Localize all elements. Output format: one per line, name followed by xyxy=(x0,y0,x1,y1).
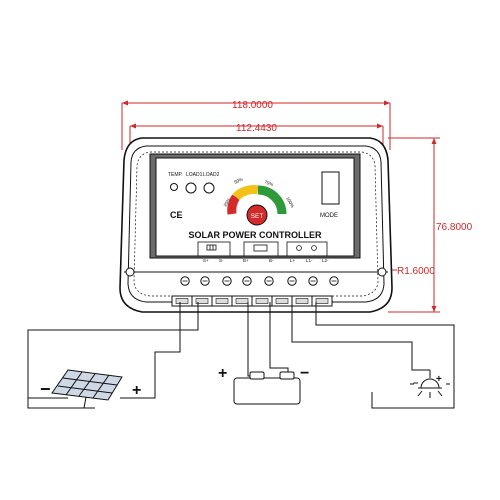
ce-mark: CE xyxy=(170,210,183,220)
lamp-minus-sign: − xyxy=(413,378,418,388)
solar-panel-icon xyxy=(51,369,123,409)
led-label-load2: LOAD2 xyxy=(203,172,220,178)
solar-group-box xyxy=(197,241,231,257)
wire-battery-minus xyxy=(269,302,289,376)
mode-switch[interactable] xyxy=(321,171,340,205)
wire-load-plus xyxy=(291,302,430,371)
led-temp xyxy=(170,183,178,191)
terminal-wire-slot[interactable] xyxy=(195,298,209,304)
terminal-label-b-plus: B+ xyxy=(243,258,249,263)
load-group-box xyxy=(286,241,328,257)
terminal-screw-row xyxy=(180,276,339,286)
led-indicators: TEMP. LOAD1 LOAD2 xyxy=(168,172,220,194)
gauge-label-100: 100% xyxy=(285,196,295,208)
battery-gauge: 25% 50% 75% 100% xyxy=(223,177,295,215)
wire-battery-plus xyxy=(247,302,258,377)
gauge-label-75: 75% xyxy=(264,179,274,187)
terminal-label-l-plus: L+ xyxy=(290,258,296,263)
terminal-label-l2-minus: L2- xyxy=(322,258,329,263)
terminal-wire-slot[interactable] xyxy=(235,298,249,304)
terminal-label-l1-minus: L1- xyxy=(306,258,313,263)
gauge-label-25: 25% xyxy=(223,197,232,207)
battery-icon xyxy=(233,371,301,405)
panel-title: SOLAR POWER CONTROLLER xyxy=(189,230,322,240)
set-button-label: SET xyxy=(251,213,264,220)
mini-lamp-icon-1 xyxy=(296,245,302,251)
led-load1 xyxy=(185,182,197,194)
solar-minus-sign: − xyxy=(40,379,51,399)
terminal-symbols xyxy=(197,241,328,257)
wire-solar-plus xyxy=(120,302,181,399)
terminal-wire-slot[interactable] xyxy=(215,298,229,304)
terminal-block xyxy=(171,295,333,307)
mounting-screws xyxy=(125,267,387,277)
battery-minus-sign: − xyxy=(300,365,309,382)
gauge-label-50: 50% xyxy=(233,177,243,185)
led-label-load1: LOAD1 xyxy=(186,172,203,178)
lamp-plus-sign: + xyxy=(436,374,442,385)
terminal-wire-slot[interactable] xyxy=(275,298,289,304)
terminal-label-b-minus: B- xyxy=(269,258,274,263)
gauge-segment-red xyxy=(227,194,240,215)
lamp-icon xyxy=(410,370,450,398)
screw-left xyxy=(125,267,135,277)
terminal-label-s-plus: S+ xyxy=(203,258,209,263)
dimension-total-width: 118.0000 xyxy=(232,100,273,111)
gauge-segment-yellow xyxy=(232,185,259,201)
dimension-radius: R1.6000 xyxy=(397,266,435,277)
battery-group-box xyxy=(243,241,279,257)
terminal-label-s-minus: S- xyxy=(219,258,224,263)
battery-plus-sign: + xyxy=(218,365,227,382)
mini-lamp-icon-2 xyxy=(311,245,317,251)
wire-solar-minus-lower xyxy=(27,398,95,409)
terminal-wire-slot[interactable] xyxy=(175,298,189,304)
wire-load-minus xyxy=(315,302,455,409)
screw-right xyxy=(377,267,387,277)
terminal-wire-slot[interactable] xyxy=(315,298,329,304)
wire-solar-minus-outer xyxy=(27,302,199,399)
dimension-inner-width: 112.4430 xyxy=(236,123,277,134)
mode-label: MODE xyxy=(320,213,338,219)
dimension-lines xyxy=(121,102,440,313)
dimension-height: 76.8000 xyxy=(436,222,473,233)
mini-solar-panel-icon xyxy=(206,244,217,251)
terminal-wire-slot[interactable] xyxy=(255,298,269,304)
set-button[interactable]: SET xyxy=(246,204,268,226)
gauge-segment-green xyxy=(257,185,287,215)
terminal-labels: S+ S- B+ B- L+ L1- L2- xyxy=(203,258,329,263)
led-load2 xyxy=(203,182,215,194)
solar-plus-sign: + xyxy=(132,382,141,399)
mini-battery-icon xyxy=(253,244,268,252)
terminal-wire-slot[interactable] xyxy=(295,298,309,304)
led-label-temp: TEMP. xyxy=(168,172,183,178)
